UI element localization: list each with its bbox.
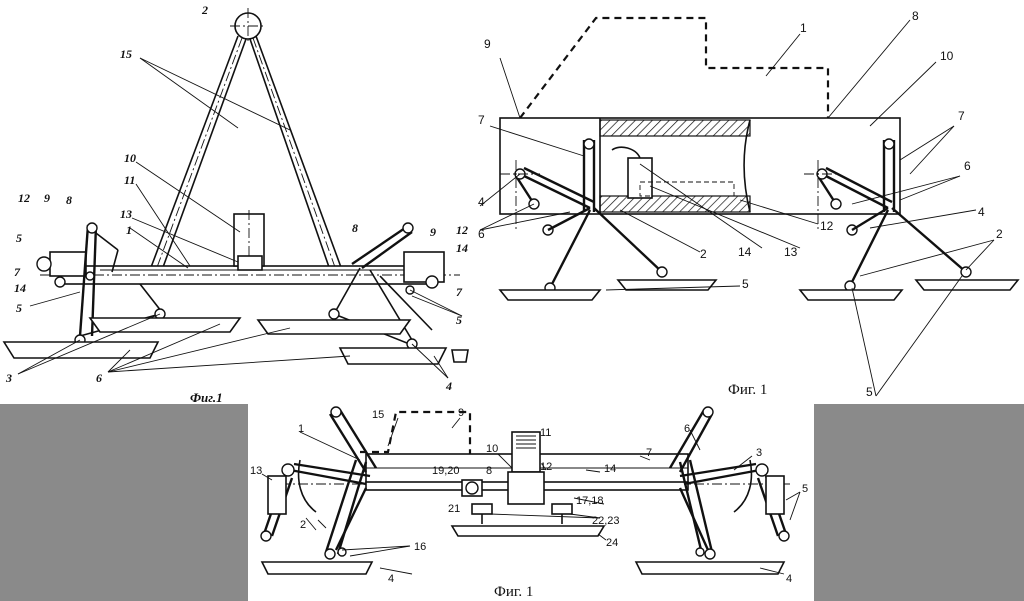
- svg-text:3: 3: [5, 371, 12, 385]
- svg-text:6: 6: [964, 159, 971, 173]
- svg-text:1: 1: [298, 423, 304, 435]
- svg-text:4: 4: [388, 573, 394, 585]
- svg-text:2: 2: [700, 247, 707, 261]
- svg-text:10: 10: [486, 443, 498, 455]
- svg-text:4: 4: [445, 379, 452, 393]
- svg-text:8: 8: [352, 221, 358, 235]
- b-ski-1: [498, 289, 602, 301]
- svg-text:5: 5: [802, 483, 808, 495]
- svg-text:6: 6: [96, 371, 102, 385]
- svg-text:3: 3: [756, 447, 762, 459]
- svg-text:14: 14: [604, 463, 616, 475]
- svg-text:5: 5: [742, 277, 749, 291]
- svg-text:14: 14: [738, 245, 752, 259]
- gray-panel-left: [0, 404, 248, 601]
- svg-text:5: 5: [16, 231, 22, 245]
- b-cab-outline: [519, 16, 830, 119]
- svg-text:7: 7: [14, 265, 21, 279]
- c-motor: [511, 431, 541, 473]
- svg-text:11: 11: [540, 427, 551, 439]
- svg-text:9: 9: [484, 37, 491, 51]
- svg-text:7: 7: [478, 113, 485, 127]
- svg-text:12: 12: [820, 219, 834, 233]
- svg-text:4: 4: [786, 573, 792, 585]
- c-ski-left: [260, 561, 374, 575]
- svg-text:6: 6: [478, 227, 485, 241]
- svg-text:21: 21: [448, 503, 460, 515]
- figure-b-caption: Фиг. 1: [728, 382, 767, 398]
- svg-text:13: 13: [120, 207, 132, 221]
- svg-text:2: 2: [300, 519, 306, 531]
- figure-a: [2, 8, 469, 379]
- svg-text:11: 11: [124, 173, 135, 187]
- svg-text:12: 12: [456, 223, 468, 237]
- figure-a-caption: Фиг.1: [190, 390, 223, 405]
- svg-text:15: 15: [120, 47, 132, 61]
- c-ski-center: [450, 525, 606, 537]
- svg-text:14: 14: [14, 281, 26, 295]
- svg-text:7: 7: [456, 285, 463, 299]
- svg-text:10: 10: [124, 151, 136, 165]
- svg-text:24: 24: [606, 537, 618, 549]
- a-ski-4: [338, 347, 448, 365]
- figure-a-labels: 2 15 10 11 13 1 12 9 8 5 7 14 5 3 6 8 9 …: [5, 3, 468, 405]
- svg-text:12: 12: [18, 191, 30, 205]
- gray-panel-right: [814, 404, 1024, 601]
- svg-text:15: 15: [372, 409, 384, 421]
- svg-text:22,23: 22,23: [592, 515, 620, 527]
- svg-text:8: 8: [912, 9, 919, 23]
- figure-b: [479, 16, 1020, 397]
- figure-c-caption: Фиг. 1: [494, 584, 533, 600]
- svg-text:6: 6: [684, 423, 690, 435]
- svg-text:2: 2: [201, 3, 208, 17]
- svg-text:16: 16: [414, 541, 426, 553]
- svg-text:4: 4: [978, 205, 985, 219]
- svg-text:12: 12: [540, 461, 552, 473]
- svg-text:13: 13: [250, 465, 262, 477]
- c-ski-right: [634, 561, 786, 575]
- svg-text:4: 4: [478, 195, 485, 209]
- b-ski-4: [914, 279, 1020, 291]
- figure-c: [260, 406, 801, 575]
- svg-text:5: 5: [456, 313, 462, 327]
- a-ski-3: [2, 341, 160, 359]
- svg-text:13: 13: [784, 245, 798, 259]
- a-ski-1: [88, 317, 242, 333]
- svg-text:9: 9: [430, 225, 436, 239]
- svg-text:7: 7: [646, 447, 652, 459]
- svg-text:1: 1: [126, 223, 132, 237]
- svg-text:14: 14: [456, 241, 468, 255]
- svg-text:9: 9: [458, 407, 464, 419]
- a-ski-2: [256, 319, 412, 335]
- svg-text:8: 8: [66, 193, 72, 207]
- svg-text:5: 5: [866, 385, 873, 399]
- svg-text:10: 10: [940, 49, 954, 63]
- svg-text:7: 7: [958, 109, 965, 123]
- svg-text:1: 1: [800, 21, 807, 35]
- b-ski-3: [798, 289, 904, 301]
- svg-text:5: 5: [16, 301, 22, 315]
- svg-text:9: 9: [44, 191, 50, 205]
- svg-text:8: 8: [486, 465, 492, 477]
- svg-text:2: 2: [996, 227, 1003, 241]
- figure-b-labels: 8 1 9 10 7 7 4 6 6 12 13 14 2 5 4 2 5 Фи…: [478, 9, 1003, 399]
- svg-text:17,18: 17,18: [576, 495, 604, 507]
- svg-text:19,20: 19,20: [432, 465, 460, 477]
- c-cab-outline: [360, 410, 472, 456]
- figure-c-labels: 15 9 11 1 6 10 7 3 13 19,20 8 12 14 5 21…: [250, 407, 808, 600]
